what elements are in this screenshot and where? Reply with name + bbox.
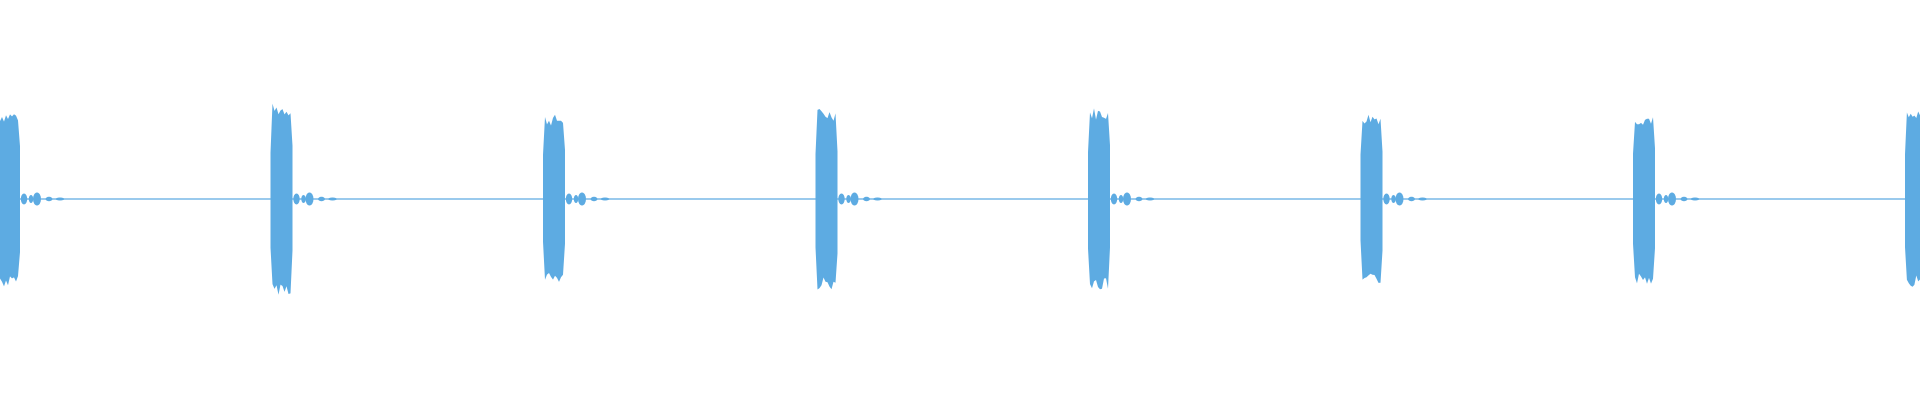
waveform-echo (301, 195, 306, 203)
waveform-echo (293, 193, 300, 205)
waveform-echo (55, 197, 65, 201)
waveform-pulse (1088, 108, 1155, 290)
waveform-echo (1118, 195, 1124, 203)
waveform-echo (1123, 192, 1131, 206)
waveform-echo (850, 192, 859, 206)
waveform-echo (45, 196, 53, 202)
waveform-echo (1383, 193, 1390, 205)
waveform-pulse (815, 109, 882, 290)
waveform-echo (1135, 196, 1143, 202)
waveform-echo (600, 197, 610, 201)
waveform-burst (1905, 111, 1920, 287)
waveform-echo (1391, 195, 1396, 203)
waveform-echo (1408, 196, 1415, 202)
waveform-burst (0, 114, 20, 287)
waveform-burst (1088, 108, 1110, 290)
waveform-pulse (1360, 114, 1427, 283)
waveform-burst (1360, 114, 1383, 283)
waveform-burst (1633, 117, 1655, 284)
waveform-echo (1690, 197, 1700, 201)
waveform-echo (20, 193, 28, 205)
waveform-burst (270, 103, 293, 295)
waveform-echo (1680, 196, 1688, 202)
waveform-echo (838, 193, 845, 205)
waveform-echo (873, 197, 882, 201)
waveform-pulse (1905, 111, 1920, 287)
waveform-echo (328, 197, 337, 201)
waveform-echo (1418, 197, 1427, 201)
waveform-echo (318, 196, 325, 202)
waveform-burst (543, 114, 565, 282)
waveform-echo (305, 192, 314, 206)
waveform-echo (33, 192, 41, 206)
waveform-echo (28, 195, 34, 203)
waveform-pulse (1633, 117, 1700, 284)
waveform-echo (590, 196, 598, 202)
waveform-pulse (270, 103, 337, 295)
waveform-echo (1663, 195, 1669, 203)
waveform-echo (1668, 192, 1676, 206)
waveform-echo (1110, 193, 1118, 205)
waveform-echo (1655, 193, 1663, 205)
waveform-pulse (0, 114, 65, 287)
waveform-pulse (543, 114, 610, 282)
waveform-echo (1395, 192, 1404, 206)
waveform-echo (565, 193, 573, 205)
waveform-echo (573, 195, 579, 203)
waveform-echo (1145, 197, 1155, 201)
waveform-echo (578, 192, 586, 206)
waveform-echo (863, 196, 870, 202)
waveform-pulses (0, 103, 1920, 295)
waveform-burst (815, 109, 838, 290)
waveform-echo (846, 195, 851, 203)
